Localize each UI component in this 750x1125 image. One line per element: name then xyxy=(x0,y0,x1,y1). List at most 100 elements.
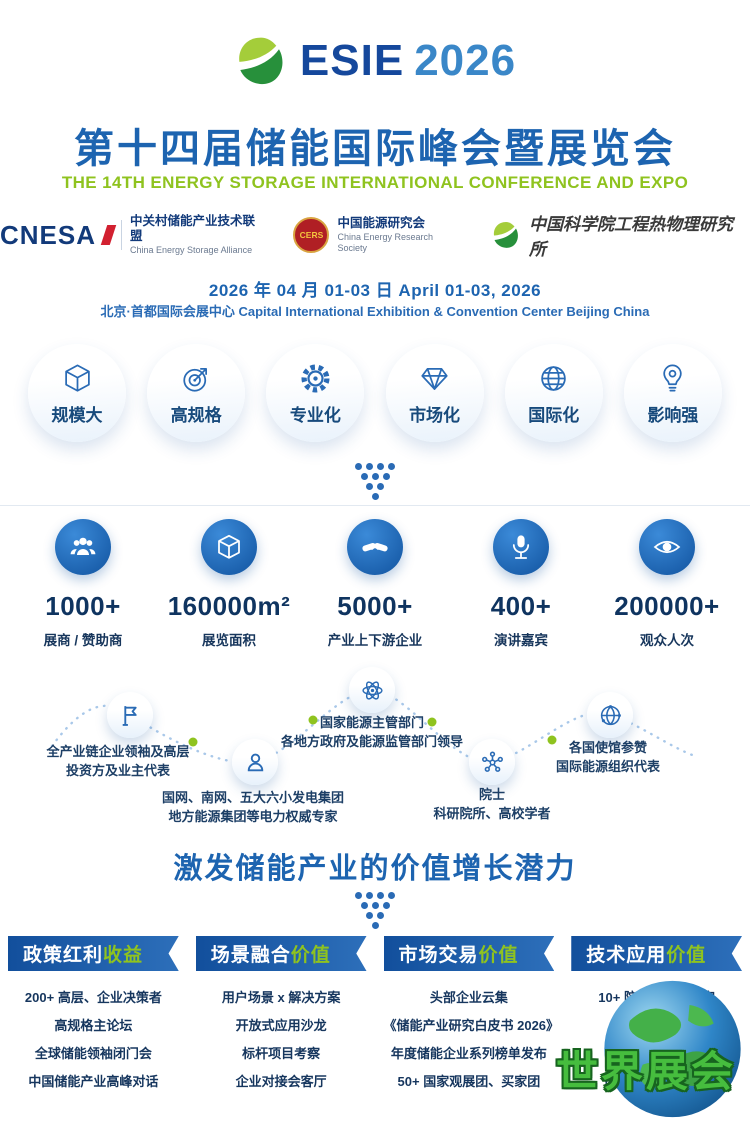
cers-seal-icon: CERS xyxy=(293,217,330,253)
feature-label: 市场化 xyxy=(409,405,461,425)
box-icon xyxy=(218,534,240,559)
gear-icon xyxy=(301,364,330,392)
cnesa-name-cn: 中关村储能产业技术联盟 xyxy=(130,213,256,244)
list-item: 全球储能领袖闭门会 xyxy=(34,1046,152,1061)
cnesa-wordmark: CNESA xyxy=(0,219,97,250)
column-market: 市场交易价值 头部企业云集 《储能产业研究白皮书 2026》 年度储能企业系列榜… xyxy=(383,936,560,1096)
list-item: 《储能产业研究白皮书 2026》 xyxy=(383,1018,560,1033)
stat-companies: 5000+ 产业上下游企业 xyxy=(302,519,448,649)
iet-name-calligraphy: 中国科学院工程热物理研究所 xyxy=(529,215,734,259)
list-item: 50+ 国家观展团、买家团 xyxy=(397,1074,541,1089)
feature-label: 专业化 xyxy=(289,405,341,425)
globe-network-icon xyxy=(600,704,621,725)
watermark-text: 世界展会 xyxy=(556,1048,737,1095)
column-policy: 政策红利收益 200+ 高层、企业决策者 高规格主论坛 全球储能领袖闭门会 中国… xyxy=(8,936,179,1096)
cers-name-en: China Energy Research Society xyxy=(337,231,434,253)
column-header: 政策红利收益 xyxy=(8,936,179,971)
feature-scale: 规模大 xyxy=(28,344,126,442)
feature-international: 国际化 xyxy=(504,344,603,442)
list-item: 高规格主论坛 xyxy=(54,1018,133,1033)
stat-label: 产业上下游企业 xyxy=(327,633,423,648)
target-icon xyxy=(183,367,207,392)
feature-standard: 高规格 xyxy=(147,344,246,442)
column-header: 市场交易价值 xyxy=(383,936,555,971)
network-icon xyxy=(481,751,503,772)
feature-label: 高规格 xyxy=(170,405,222,425)
cnesa-red-mark-icon xyxy=(100,225,117,245)
list-item: 开放式应用沙龙 xyxy=(235,1018,327,1033)
audience-node-international xyxy=(587,692,633,738)
feature-label: 国际化 xyxy=(528,405,580,425)
column-scenario: 场景融合价值 用户场景 x 解决方案 开放式应用沙龙 标杆项目考察 企业对接会客… xyxy=(195,936,367,1096)
stat-exhibitors: 1000+ 展商 / 赞助商 xyxy=(10,519,156,649)
bulb-icon xyxy=(663,364,683,391)
key-stats: 1000+ 展商 / 赞助商 160000m² 展览面积 5000+ 产业上下游… xyxy=(10,519,740,649)
esie-year: 2026 xyxy=(414,36,517,85)
audience-node-investors xyxy=(107,692,153,738)
flag-icon xyxy=(122,705,137,726)
organizer-cers: CERS 中国能源研究会 China Energy Research Socie… xyxy=(293,216,465,254)
feature-professional: 专业化 xyxy=(266,344,365,442)
stat-value: 160000m² xyxy=(167,591,291,621)
dotted-path xyxy=(50,688,697,764)
atom-icon xyxy=(361,680,383,700)
stat-value: 200000+ xyxy=(614,591,720,621)
stat-visitors: 200000+ 观众人次 xyxy=(594,519,740,649)
stat-value: 400+ xyxy=(490,591,552,621)
feature-influence: 影响强 xyxy=(623,344,722,442)
page-subtitle: THE 14TH ENERGY STORAGE INTERNATIONAL CO… xyxy=(61,173,689,192)
divider xyxy=(121,220,123,250)
event-date: 2026 年 04 月 01-03 日 April 01-03, 2026 xyxy=(208,281,542,300)
list-item: 标杆项目考察 xyxy=(242,1046,321,1061)
audience-node-government xyxy=(349,667,395,713)
esie-wordmark: ESIE xyxy=(299,36,405,85)
column-header: 场景融合价值 xyxy=(195,936,367,971)
stat-label: 展商 / 赞助商 xyxy=(43,633,123,648)
organizer-iet-cas: 中国科学院工程热物理研究所 xyxy=(491,210,750,260)
esie-logo: ESIE 2026 xyxy=(0,34,750,88)
audience-node-experts xyxy=(232,739,278,785)
stat-speakers: 400+ 演讲嘉宾 xyxy=(448,519,594,649)
globe-icon xyxy=(541,365,566,391)
stat-value: 5000+ xyxy=(337,591,413,621)
audience-section: 全产业链企业领袖及高层投资方及业主代表 国网、南网、五大六小发电集团地方能源集团… xyxy=(0,658,750,863)
dots-divider xyxy=(0,892,750,929)
feature-market: 市场化 xyxy=(385,344,484,442)
organizer-cnesa: CNESA 中关村储能产业技术联盟 China Energy Storage A… xyxy=(0,214,267,257)
cube-icon xyxy=(64,364,90,392)
list-item: 年度储能企业系列榜单发布 xyxy=(390,1046,547,1061)
people-icon xyxy=(70,537,96,555)
stat-value: 1000+ xyxy=(45,591,121,621)
audience-label-investors: 全产业链企业领袖及高层投资方及业主代表 xyxy=(46,744,190,778)
feature-label: 影响强 xyxy=(647,405,699,425)
stat-label: 观众人次 xyxy=(640,633,694,648)
diamond-icon xyxy=(421,367,448,390)
dots-divider xyxy=(0,463,750,500)
audience-label-experts: 国网、南网、五大六小发电集团地方能源集团等电力权威专家 xyxy=(161,790,345,824)
eye-icon xyxy=(653,540,681,554)
feature-badges: 规模大 高规格 专业化 市场化 xyxy=(28,344,722,442)
audience-label-government: 国家能源主管部门各地方政府及能源监管部门领导 xyxy=(280,715,464,749)
page-title: 第十四届储能国际峰会暨展览会 xyxy=(74,127,676,171)
list-item: 中国储能产业高峰对话 xyxy=(28,1074,159,1089)
audience-node-academics xyxy=(469,739,515,785)
stat-label: 演讲嘉宾 xyxy=(494,633,548,648)
list-item: 200+ 高层、企业决策者 xyxy=(24,990,162,1005)
earth-globe-icon xyxy=(604,980,741,1118)
event-venue: 北京·首都国际会展中心 Capital International Exhibi… xyxy=(100,304,650,319)
column-header: 技术应用价值 xyxy=(571,936,742,971)
iet-leaf-icon xyxy=(493,222,518,248)
organizer-logos: CNESA 中关村储能产业技术联盟 China Energy Storage A… xyxy=(0,210,750,260)
horizontal-divider xyxy=(0,505,750,506)
esie-leaf-icon xyxy=(239,37,283,85)
person-icon xyxy=(247,753,263,771)
stat-area: 160000m² 展览面积 xyxy=(156,519,302,649)
audience-label-academics: 院士科研院所、高校学者 xyxy=(433,787,551,821)
feature-label: 规模大 xyxy=(51,405,103,425)
list-item: 企业对接会客厅 xyxy=(235,1074,327,1089)
list-item: 用户场景 x 解决方案 xyxy=(221,990,341,1005)
cnesa-name-en: China Energy Storage Alliance xyxy=(130,245,253,255)
handshake-icon xyxy=(362,542,388,552)
audience-label-international: 各国使馆参赞国际能源组织代表 xyxy=(555,740,661,774)
